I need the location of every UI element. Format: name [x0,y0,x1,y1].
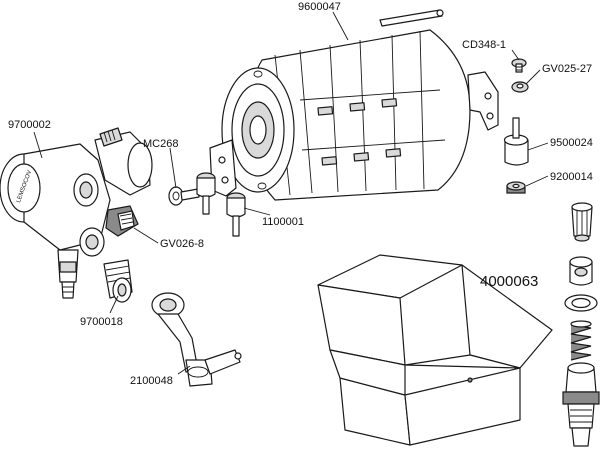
nut-part [511,81,529,93]
label-fitting-b: 9700018 [80,316,123,328]
label-nut: GV025-27 [542,63,592,75]
kit-box [317,254,553,446]
leader-bracket [243,207,271,216]
valve-pin-part [571,202,593,242]
leader-foot [527,142,549,151]
leader-fitting-b [109,295,119,314]
check-valve-body-part [562,362,600,447]
leader-fitting-a [133,227,159,244]
leader-pump [33,131,43,159]
label-pump: 9700002 [8,119,51,131]
motor-assembly [209,9,499,201]
label-foot-nut: 9200014 [550,171,593,183]
label-bolt: MC268 [143,138,178,150]
leader-nut [525,69,541,85]
spring-part [570,320,592,361]
label-bracket: 1100001 [262,216,304,228]
screw-part [511,58,527,73]
label-hose: 2100048 [130,375,173,387]
rubber-foot-part [503,117,529,166]
pump-assembly: LEMSOCOV [0,127,153,299]
label-motor: 9600047 [298,1,341,13]
mount-grommet-2 [226,192,246,237]
foot-nut-part [506,181,526,194]
label-screw: CD348-1 [462,39,506,51]
label-foot: 9500024 [550,137,593,149]
leader-bolt [169,147,177,189]
fitting-9700018-part [103,259,133,303]
label-fitting-a: GV026-8 [160,238,204,250]
valve-cap-part [569,256,593,286]
leader-motor [332,11,349,41]
leader-screw [511,49,520,61]
leader-foot-nut [525,175,549,187]
o-ring-part [564,294,598,312]
bolt-part [168,186,200,206]
leader-hose [177,365,191,375]
mount-grommet-1 [196,172,216,215]
hose-part [151,292,242,387]
fitting-gv026-part [105,205,139,237]
label-box-kit: 4000063 [480,273,538,290]
